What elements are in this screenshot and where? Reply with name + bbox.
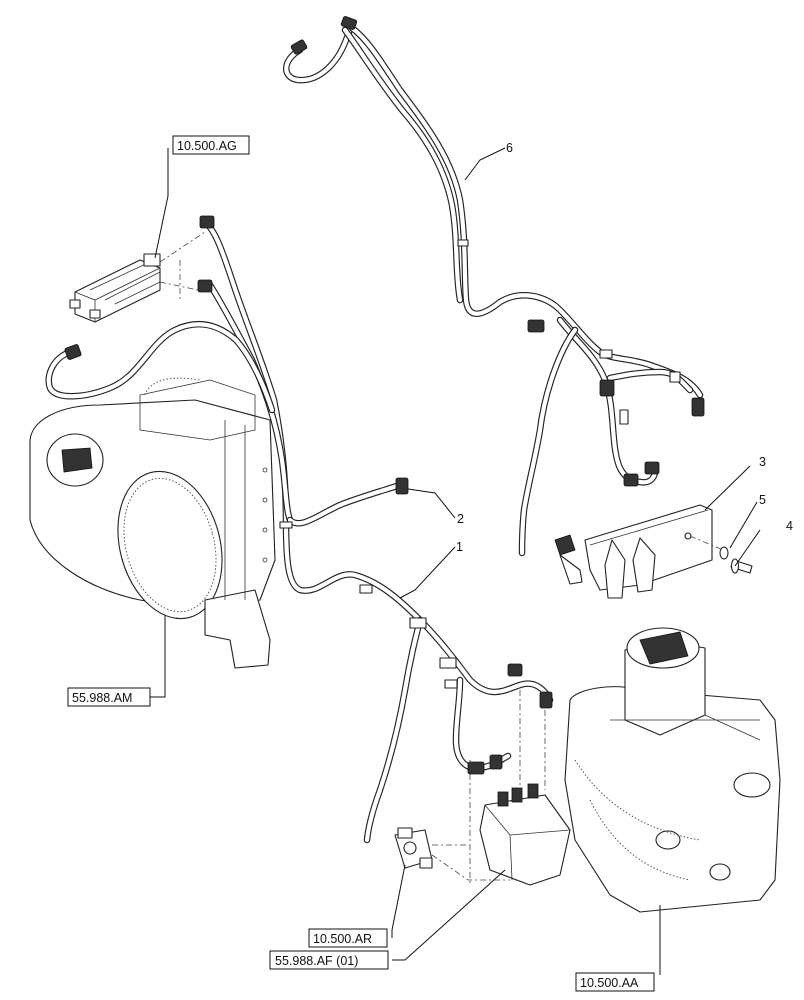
washer-5: [719, 546, 729, 560]
ref-label-55-988-am: 55.988.AM: [72, 691, 132, 705]
valve-10-500-ar: [394, 827, 510, 881]
ref-box-10-500-ag: [172, 135, 250, 155]
callout-1: 1: [456, 540, 463, 554]
bolt-4: [730, 558, 753, 574]
ref-box-10-500-aa: [575, 972, 655, 992]
ref-label-10-500-ag: 10.500.AG: [177, 139, 237, 153]
leader-lines: [150, 147, 761, 975]
reference-labels: 10.500.AG 55.988.AM 10.500.AR 55.988.AF …: [67, 135, 655, 992]
ref-box-55-988-am: [67, 687, 151, 707]
callout-4: 4: [786, 519, 793, 533]
callout-numbers: 1 2 3 4 5 6: [456, 141, 793, 554]
callout-5: 5: [759, 493, 766, 507]
ref-label-10-500-ar: 10.500.AR: [313, 932, 372, 946]
tank-10-500-aa: [564, 627, 781, 913]
ref-label-55-988-af: 55.988.AF (01): [275, 954, 358, 968]
bracket-3: [554, 504, 729, 599]
hose-assembly-1: [45, 215, 554, 844]
valve-block-10-500-ag: [69, 231, 206, 323]
callout-3: 3: [759, 455, 766, 469]
tank-55-988-am: [29, 377, 276, 669]
hose-assembly-6: [283, 16, 705, 557]
callout-6: 6: [506, 141, 513, 155]
ref-box-10-500-ar: [308, 928, 388, 948]
ref-box-55-988-af: [269, 950, 389, 970]
ref-label-10-500-aa: 10.500.AA: [580, 976, 639, 990]
callout-2: 2: [457, 512, 464, 526]
control-valve-55-988-af: [469, 690, 571, 886]
